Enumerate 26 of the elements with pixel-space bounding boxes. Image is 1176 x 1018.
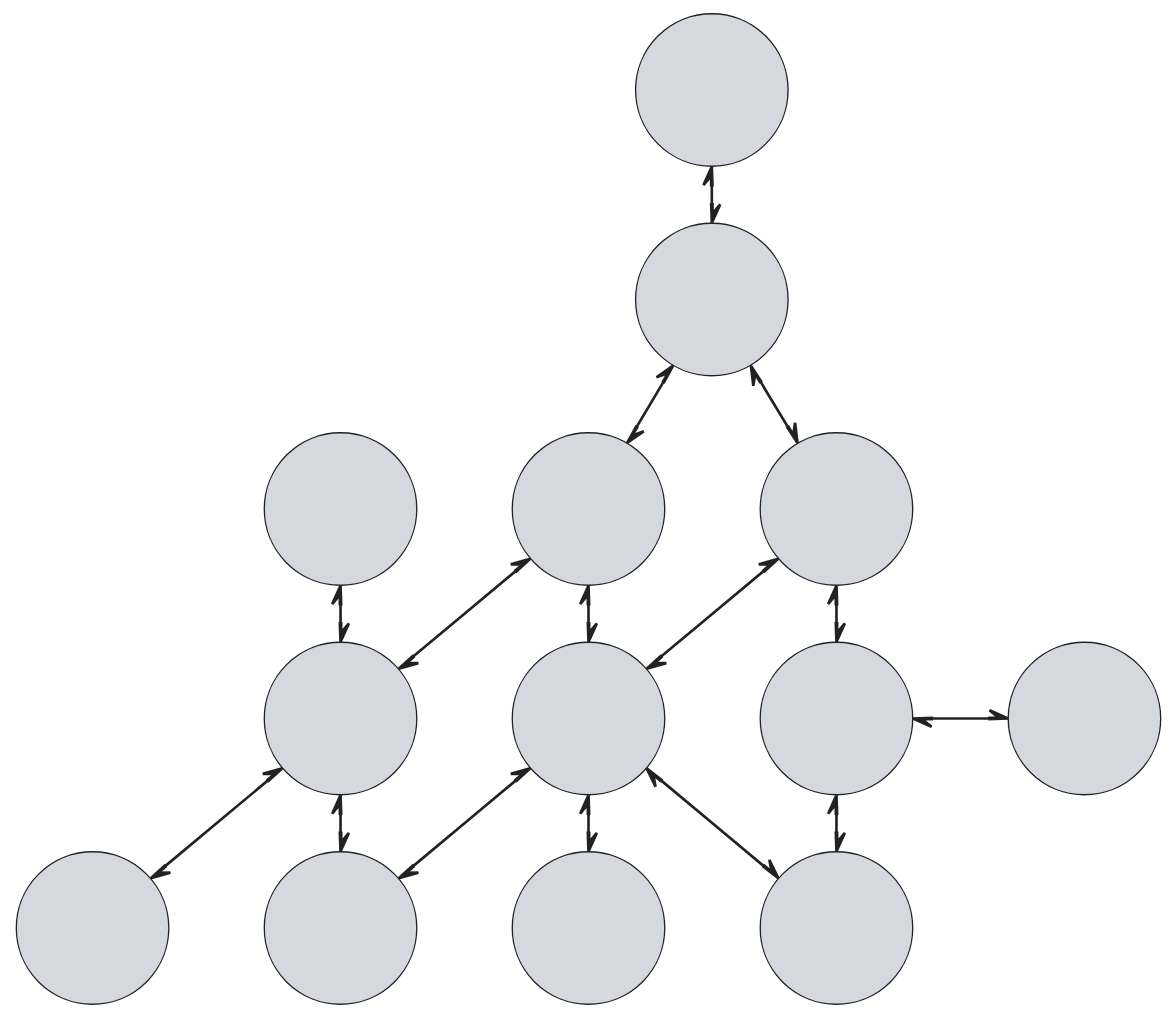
node-circle [511,851,665,1005]
arrow [578,584,598,644]
arrow [396,767,532,880]
arrow [826,793,846,853]
node-circle [1007,641,1161,796]
arrow [148,767,284,880]
arrow [578,793,598,853]
arrow [625,364,674,445]
arrow [330,793,350,853]
node-circle [634,13,789,167]
node-circle [634,222,789,377]
arrow [826,584,846,644]
arrow [749,364,799,445]
node-circle [511,432,665,586]
arrow [330,584,350,644]
node-circle [263,432,417,586]
arrow [644,767,780,880]
node-circle [759,432,913,586]
arrow [911,708,1009,729]
node-circle [263,851,417,1005]
node-circle [263,641,417,796]
node-circle [759,641,913,796]
arrow [396,557,532,670]
arrow [701,165,721,225]
node-circle [15,851,169,1005]
arrow [644,557,780,670]
